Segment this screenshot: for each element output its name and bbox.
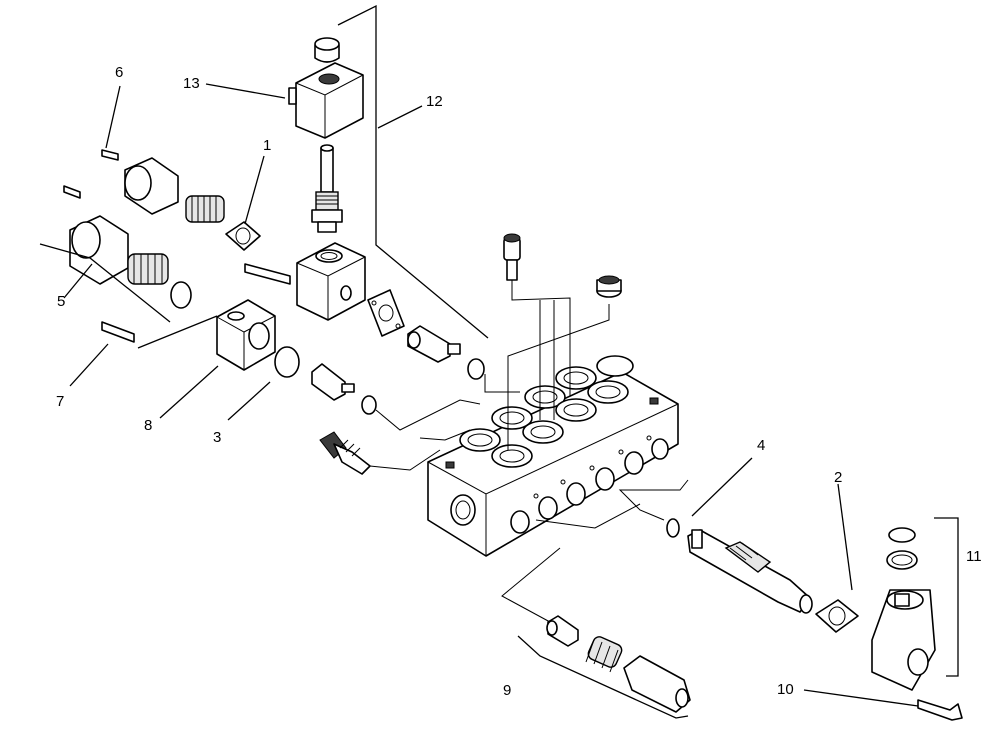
valve-block-8 <box>216 299 276 371</box>
leader-lines <box>63 83 919 707</box>
fitting-center <box>311 363 355 401</box>
callout-5: 5 <box>57 293 65 310</box>
square-gasket <box>367 289 405 337</box>
gasket-2 <box>815 599 859 633</box>
bolt-10 <box>917 699 963 721</box>
o-ring-5 <box>170 281 192 309</box>
check-fitting <box>407 325 461 363</box>
solenoid-stem <box>311 144 343 233</box>
relief-valve-9 <box>546 615 691 713</box>
plug-top-right <box>596 275 622 298</box>
callout-10: 10 <box>777 681 794 698</box>
callout-11: 11 <box>966 548 982 565</box>
valve-body <box>427 355 679 557</box>
gasket-1 <box>225 221 261 251</box>
bracket-11 <box>934 517 959 677</box>
solenoid-valve-block <box>244 242 366 321</box>
bolt-7 <box>101 321 135 343</box>
o-ring-12 <box>467 358 485 380</box>
end-cover-5 <box>63 185 129 285</box>
callout-7: 7 <box>56 393 64 410</box>
solenoid-cap-nut <box>314 37 340 63</box>
callout-6: 6 <box>115 64 123 81</box>
callout-9: 9 <box>503 682 511 699</box>
handle-housing-11 <box>871 527 936 691</box>
callout-4: 4 <box>757 437 765 454</box>
fitting-lower-left <box>319 431 371 475</box>
spring-upper <box>185 195 225 223</box>
bracket-9 <box>517 635 689 719</box>
bracket-5 <box>39 243 171 323</box>
callout-8: 8 <box>144 417 152 434</box>
callout-1: 1 <box>263 137 271 154</box>
o-ring-small <box>361 395 377 415</box>
assembly-guide-lines <box>369 280 689 623</box>
callout-12: 12 <box>426 93 443 110</box>
end-cover-6 <box>101 149 179 215</box>
leader-8-bolt <box>137 315 218 349</box>
callout-2: 2 <box>834 469 842 486</box>
o-ring-3 <box>274 346 300 378</box>
spool-4 <box>666 518 813 614</box>
callout-13: 13 <box>183 75 200 92</box>
solenoid-coil <box>288 62 364 139</box>
bracket-12 <box>337 4 489 339</box>
callout-3: 3 <box>213 429 221 446</box>
plug-top-left <box>503 233 521 281</box>
callout-labels: 1 2 3 4 5 6 7 8 9 10 11 12 13 <box>56 64 982 699</box>
spring-lower <box>127 253 169 285</box>
